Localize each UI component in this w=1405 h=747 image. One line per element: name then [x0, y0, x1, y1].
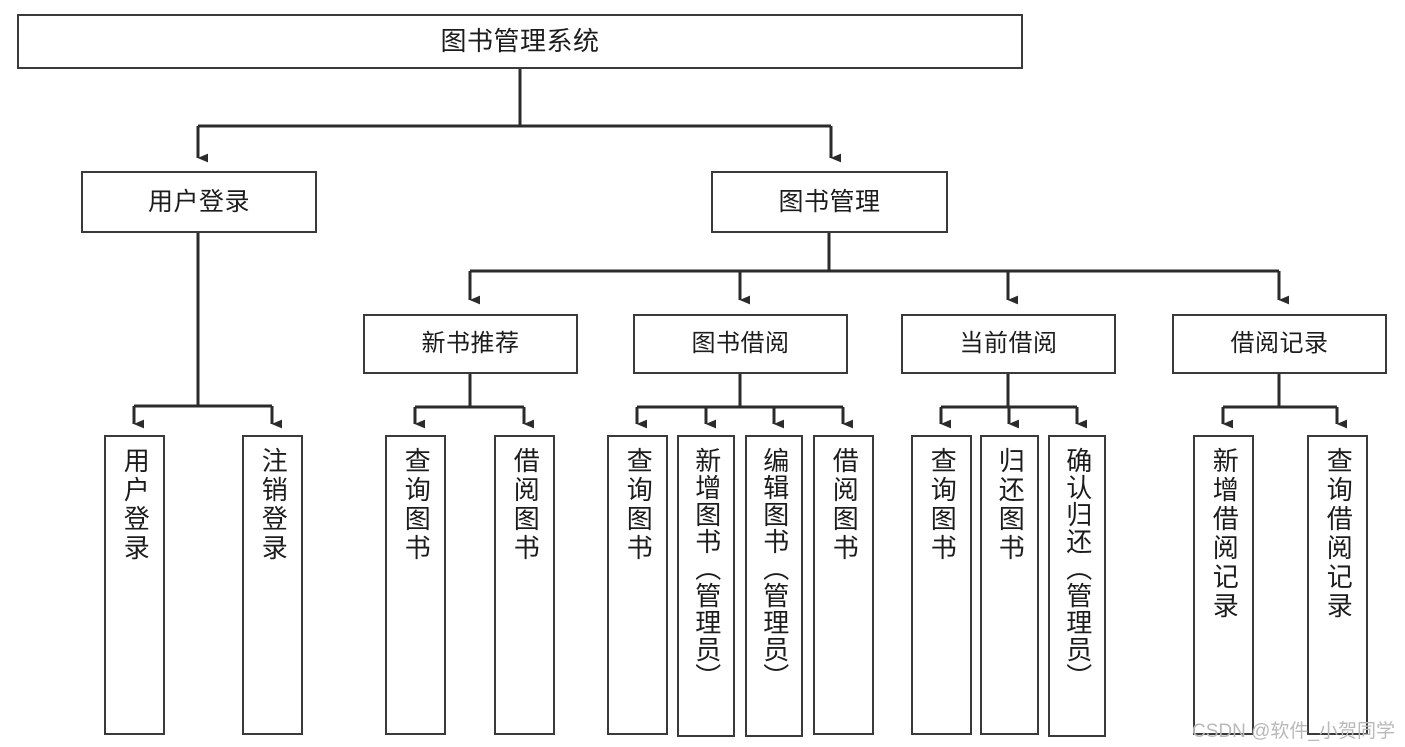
node-label: 查询图书: [623, 447, 654, 563]
node-borrow-record[interactable]: 借阅记录: [1172, 314, 1387, 374]
node-label: 查询借阅记录: [1323, 447, 1354, 621]
node-user-login[interactable]: 用户登录: [81, 171, 317, 233]
leaf-borrow-book-1[interactable]: 借阅图书: [494, 435, 555, 735]
leaf-return-book[interactable]: 归还图书: [980, 435, 1039, 735]
node-label: 新增借阅记录: [1209, 447, 1240, 621]
node-label: 新增图书（管理员）: [691, 447, 722, 690]
leaf-logout-login[interactable]: 注销登录: [242, 435, 303, 735]
node-new-book-recommend[interactable]: 新书推荐: [363, 314, 578, 374]
node-label: 归还图书: [995, 447, 1026, 563]
node-label: 用户登录: [147, 187, 250, 216]
leaf-add-record[interactable]: 新增借阅记录: [1193, 435, 1254, 735]
leaf-add-book[interactable]: 新增图书（管理员）: [677, 435, 735, 737]
node-label: 注销登录: [258, 447, 289, 563]
watermark: CSDN @软件_小贺同学: [1192, 721, 1395, 742]
node-label: 新书推荐: [421, 330, 520, 358]
node-label: 借阅图书: [510, 447, 541, 563]
leaf-borrow-book-2[interactable]: 借阅图书: [813, 435, 874, 735]
leaf-edit-book[interactable]: 编辑图书（管理员）: [745, 435, 803, 737]
node-label: 用户登录: [120, 447, 151, 563]
node-label: 确认归还（管理员）: [1062, 447, 1093, 690]
leaf-confirm-return[interactable]: 确认归还（管理员）: [1048, 435, 1106, 737]
node-label: 图书管理系统: [440, 25, 600, 56]
node-current-borrow[interactable]: 当前借阅: [901, 314, 1116, 374]
node-label: 查询图书: [927, 447, 958, 563]
node-book-manage[interactable]: 图书管理: [711, 171, 948, 233]
node-label: 借阅图书: [829, 447, 860, 563]
node-book-borrow[interactable]: 图书借阅: [633, 314, 848, 374]
node-label: 图书管理: [778, 187, 881, 216]
node-label: 查询图书: [401, 447, 432, 563]
node-label: 图书借阅: [691, 330, 790, 358]
leaf-query-book-1[interactable]: 查询图书: [385, 435, 446, 735]
node-label: 借阅记录: [1230, 330, 1329, 358]
leaf-user-login[interactable]: 用户登录: [104, 435, 165, 735]
node-label: 当前借阅: [959, 330, 1058, 358]
leaf-query-book-2[interactable]: 查询图书: [607, 435, 668, 735]
node-label: 编辑图书（管理员）: [759, 447, 790, 690]
leaf-query-book-3[interactable]: 查询图书: [911, 435, 972, 735]
node-root-system[interactable]: 图书管理系统: [17, 14, 1023, 69]
leaf-query-record[interactable]: 查询借阅记录: [1307, 435, 1368, 735]
